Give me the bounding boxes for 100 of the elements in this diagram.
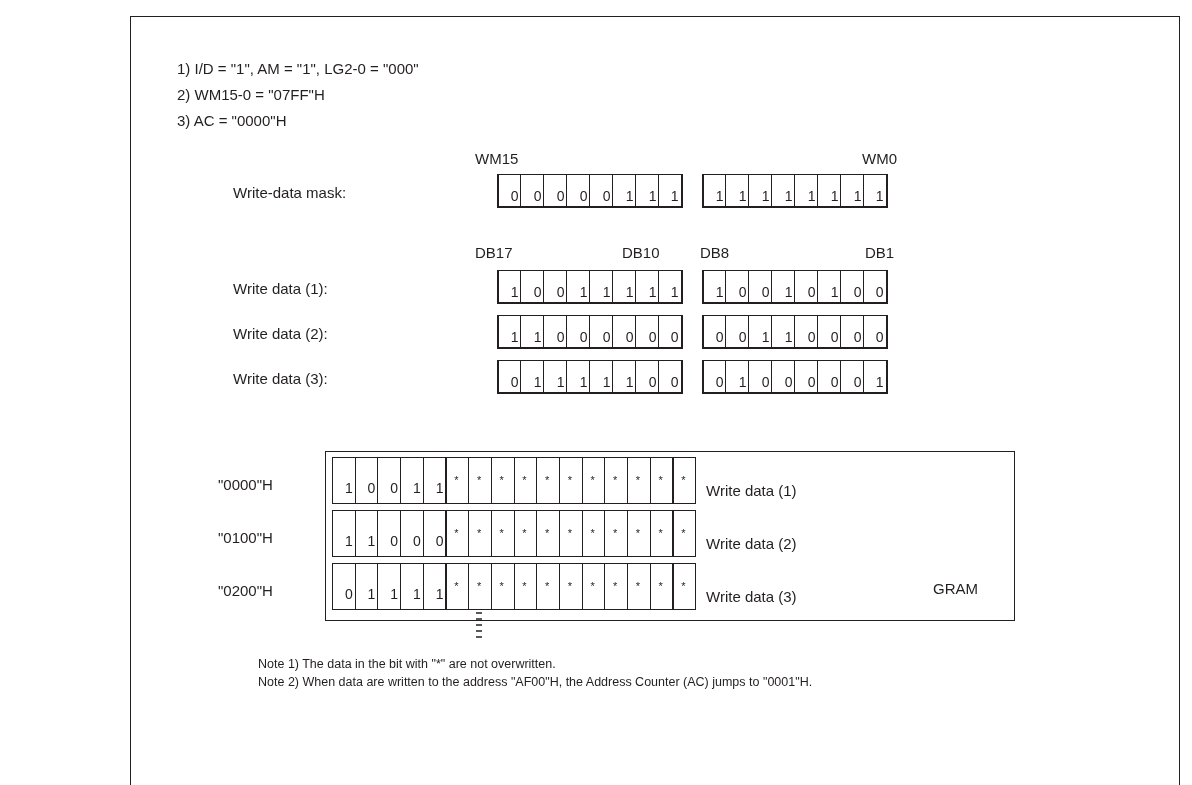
bit-cell: 0 [497, 174, 522, 208]
bit-cell: 1 [566, 360, 591, 394]
bit-cell: 0 [635, 315, 660, 349]
bit-cell: 1 [422, 563, 447, 610]
bit-cell: 1 [566, 270, 591, 304]
row-label: Write data (2) [706, 535, 797, 553]
bit-cell: * [649, 510, 674, 557]
bit-cell: 0 [635, 360, 660, 394]
bit-cell: * [649, 457, 674, 504]
bit-cell: 0 [497, 360, 522, 394]
bit-cell: * [627, 510, 651, 557]
bit-cell: 0 [543, 270, 568, 304]
bit-cell: * [536, 510, 560, 557]
bit-cell: 1 [612, 360, 637, 394]
condition-text: 3) AC = "0000"H [177, 112, 287, 130]
bit-name: DB8 [700, 244, 730, 262]
bit-cell: 0 [543, 174, 568, 208]
bit-cell: * [513, 563, 538, 610]
address-label: "0000"H [218, 476, 273, 494]
bit-cell: 1 [794, 174, 819, 208]
row-label: Write data (2): [233, 325, 328, 343]
bit-cell: * [490, 510, 515, 557]
bit-cell: 1 [612, 270, 637, 304]
bit-cell: 1 [771, 174, 796, 208]
bit-cell: 0 [354, 457, 379, 504]
bit-cell: * [468, 563, 492, 610]
bit-cell: 0 [702, 360, 727, 394]
bit-cell: * [490, 457, 515, 504]
bit-cell: * [445, 510, 470, 557]
bit-cell: 1 [612, 174, 637, 208]
bit-cell: 0 [589, 315, 614, 349]
bit-cell: * [604, 510, 629, 557]
bit-cell: 0 [840, 315, 865, 349]
bit-cell: * [536, 457, 560, 504]
bit-cell: 0 [589, 174, 614, 208]
row-label: Write data (3) [706, 588, 797, 606]
bit-cell: 0 [543, 315, 568, 349]
memory-label: GRAM [933, 580, 978, 598]
note-text: Note 1) The data in the bit with "*" are not overwritten. [258, 656, 556, 673]
bit-cell: * [468, 510, 492, 557]
bit-cell: 1 [748, 315, 773, 349]
bit-cell: 0 [566, 174, 591, 208]
bit-cell: 1 [748, 174, 773, 208]
bit-cell: 0 [400, 510, 424, 557]
bit-cell: 1 [771, 270, 796, 304]
bit-cell: 0 [520, 270, 545, 304]
bit-cell: * [513, 510, 538, 557]
address-label: "0100"H [218, 529, 273, 547]
bit-cell: * [672, 457, 697, 504]
bit-cell: 1 [817, 270, 842, 304]
condition-text: 1) I/D = "1", AM = "1", LG2-0 = "000" [177, 60, 419, 78]
bit-cell: * [604, 563, 629, 610]
bit-cell: 0 [817, 315, 842, 349]
bit-cell: 0 [520, 174, 545, 208]
bit-cell: 0 [794, 360, 819, 394]
row-label: Write data (1): [233, 280, 328, 298]
bit-cell: * [536, 563, 560, 610]
bit-cell: 1 [863, 174, 888, 208]
row-label: Write data (1) [706, 482, 797, 500]
bit-cell: * [672, 510, 697, 557]
condition-text: 2) WM15-0 = "07FF"H [177, 86, 325, 104]
row-label: Write-data mask: [233, 184, 347, 202]
note-text: Note 2) When data are written to the address "AF00"H, the Address Counter (AC) jumps to "0001"H. [258, 674, 814, 691]
bit-cell: 0 [748, 270, 773, 304]
bit-cell: 1 [354, 563, 379, 610]
bit-cell: 1 [400, 563, 424, 610]
bit-cell: 1 [589, 270, 614, 304]
bit-cell: 0 [566, 315, 591, 349]
bit-cell: 1 [658, 174, 683, 208]
bit-cell: * [581, 563, 606, 610]
bit-cell: 0 [612, 315, 637, 349]
bit-cell: * [559, 563, 583, 610]
bit-cell: 1 [635, 174, 660, 208]
row-label: Write data (3): [233, 370, 328, 388]
bit-cell: 0 [332, 563, 356, 610]
bit-cell: * [627, 563, 651, 610]
bit-cell: 0 [863, 270, 888, 304]
bit-cell: 0 [377, 510, 402, 557]
bit-name: WM0 [862, 150, 897, 168]
bit-cell: 1 [354, 510, 379, 557]
bit-cell: 0 [422, 510, 447, 557]
bit-cell: 1 [422, 457, 447, 504]
bit-cell: 1 [725, 360, 750, 394]
bit-cell: 0 [658, 360, 683, 394]
bit-cell: * [468, 457, 492, 504]
bit-cell: 1 [702, 174, 727, 208]
bit-name: DB10 [622, 244, 660, 262]
bit-cell: 1 [840, 174, 865, 208]
bit-cell: 0 [817, 360, 842, 394]
bit-cell: 1 [635, 270, 660, 304]
bit-cell: 1 [400, 457, 424, 504]
bit-cell: 0 [863, 315, 888, 349]
bit-cell: 0 [840, 270, 865, 304]
bit-cell: 0 [725, 315, 750, 349]
bit-cell: 1 [725, 174, 750, 208]
bit-cell: 1 [497, 270, 522, 304]
bit-name: DB17 [475, 244, 513, 262]
bit-cell: 0 [725, 270, 750, 304]
bit-cell: 0 [794, 270, 819, 304]
bit-cell: 0 [840, 360, 865, 394]
